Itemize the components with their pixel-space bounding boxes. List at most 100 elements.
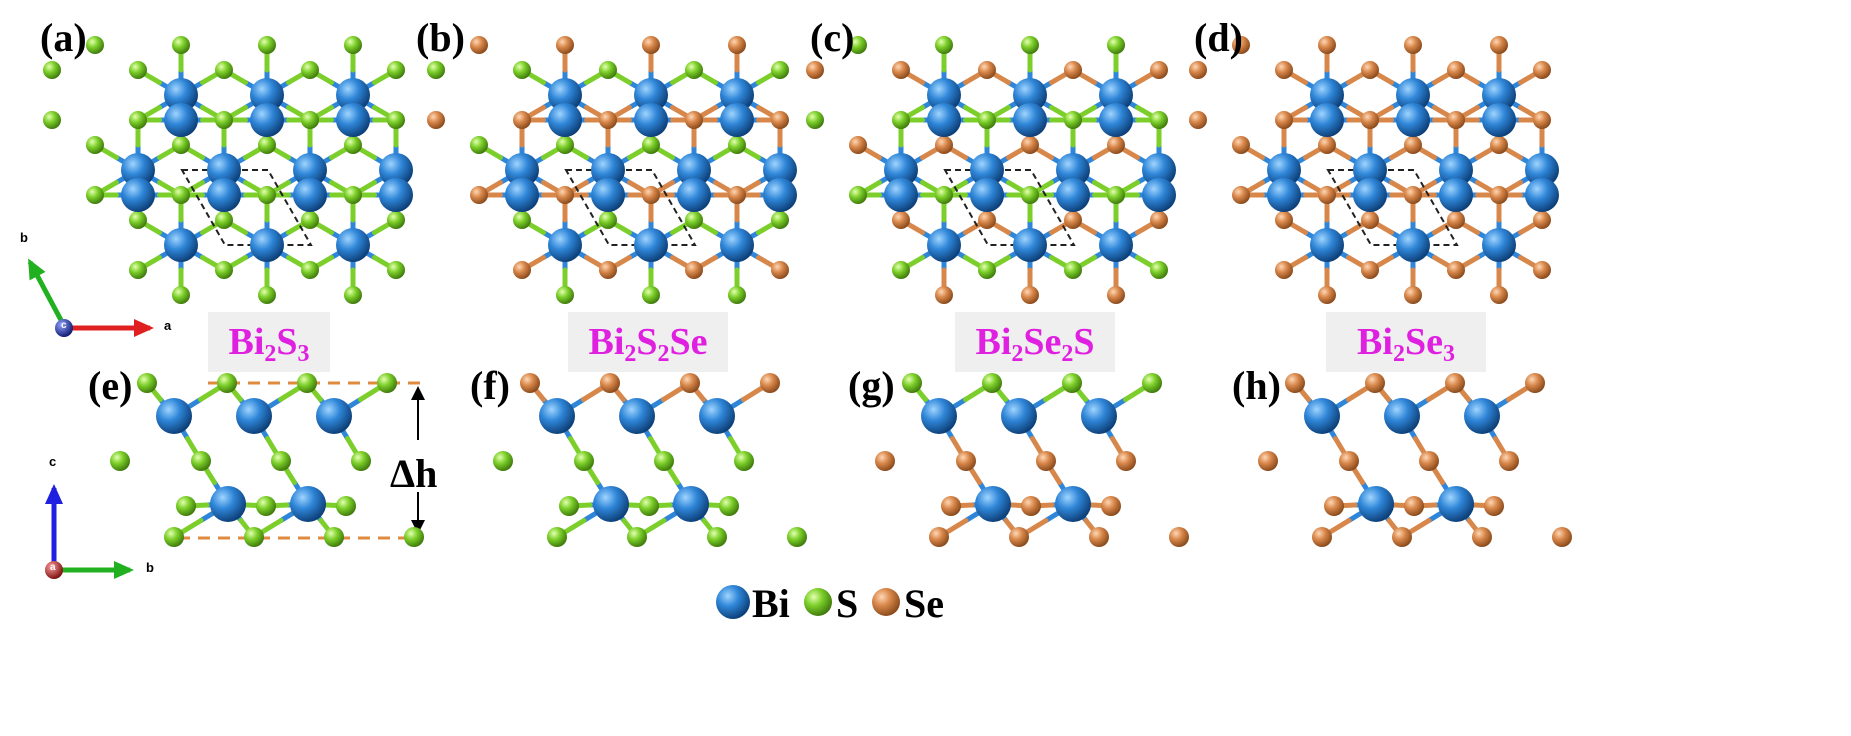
axis-label-c-side: c bbox=[49, 454, 57, 469]
se-atom bbox=[1447, 211, 1465, 229]
se-atom bbox=[1318, 36, 1336, 54]
se-atom bbox=[1365, 373, 1385, 393]
s-atom bbox=[215, 211, 233, 229]
se-atom bbox=[1339, 451, 1359, 471]
bi-atom bbox=[970, 178, 1004, 212]
se-atom bbox=[978, 61, 996, 79]
se-atom bbox=[1009, 527, 1029, 547]
s-atom bbox=[935, 186, 953, 204]
bi-atom bbox=[699, 398, 735, 434]
se-atom bbox=[513, 111, 531, 129]
s-atom bbox=[642, 286, 660, 304]
s-atom bbox=[642, 136, 660, 154]
s-atom bbox=[271, 451, 291, 471]
s-atom bbox=[547, 527, 567, 547]
se-atom bbox=[849, 136, 867, 154]
bi-atom bbox=[970, 153, 1004, 187]
bi-atom bbox=[1310, 78, 1344, 112]
bi-atom bbox=[505, 153, 539, 187]
bi-atom bbox=[210, 486, 246, 522]
bi-atom bbox=[763, 153, 797, 187]
se-atom bbox=[1275, 111, 1293, 129]
s-atom bbox=[172, 286, 190, 304]
bi-atom bbox=[207, 178, 241, 212]
s-atom bbox=[256, 496, 276, 516]
se-atom bbox=[1232, 186, 1250, 204]
panel-label-e: (e) bbox=[88, 363, 133, 408]
bi-atom bbox=[164, 228, 198, 262]
bi-atom bbox=[548, 228, 582, 262]
s-atom bbox=[172, 136, 190, 154]
se-atom bbox=[1472, 527, 1492, 547]
se-atom bbox=[642, 186, 660, 204]
se-atom bbox=[1445, 373, 1465, 393]
axis-label-a-top: a bbox=[164, 318, 172, 333]
s-atom bbox=[599, 61, 617, 79]
bi-atom bbox=[720, 228, 754, 262]
se-atom bbox=[1258, 451, 1278, 471]
bi-atom bbox=[1099, 78, 1133, 112]
s-atom bbox=[1064, 261, 1082, 279]
se-atom bbox=[1499, 451, 1519, 471]
se-atom bbox=[1533, 61, 1551, 79]
formula-symbol: Bi bbox=[228, 321, 265, 363]
se-atom bbox=[1404, 136, 1422, 154]
bi-atom bbox=[1353, 153, 1387, 187]
se-atom bbox=[1533, 111, 1551, 129]
s-atom bbox=[344, 286, 362, 304]
s-atom bbox=[513, 61, 531, 79]
se-atom bbox=[685, 111, 703, 129]
se-atom bbox=[1404, 496, 1424, 516]
unit-cell-outline bbox=[564, 169, 697, 246]
se-atom bbox=[1036, 451, 1056, 471]
thickness-arrowhead-up bbox=[411, 386, 425, 400]
s-atom bbox=[982, 373, 1002, 393]
s-atom bbox=[1142, 373, 1162, 393]
formula-subscript: 3 bbox=[1442, 341, 1455, 367]
se-atom bbox=[1232, 36, 1250, 54]
s-atom bbox=[301, 261, 319, 279]
bi-atom bbox=[207, 153, 241, 187]
se-atom bbox=[1361, 211, 1379, 229]
bi-atom bbox=[250, 78, 284, 112]
s-atom bbox=[215, 111, 233, 129]
s-atom bbox=[129, 111, 147, 129]
se-atom bbox=[556, 186, 574, 204]
bi-atom bbox=[1396, 228, 1430, 262]
axis-c-arrow-head bbox=[45, 484, 63, 504]
s-atom bbox=[301, 211, 319, 229]
panel-label-b: (b) bbox=[416, 15, 465, 60]
bi-atom bbox=[1056, 153, 1090, 187]
bi-atom bbox=[634, 78, 668, 112]
se-atom bbox=[642, 36, 660, 54]
bi-atom bbox=[673, 486, 709, 522]
formula-bi2s3: Bi2S3 bbox=[208, 312, 330, 372]
s-atom bbox=[137, 373, 157, 393]
se-atom bbox=[556, 36, 574, 54]
s-atom bbox=[301, 111, 319, 129]
bi-atom bbox=[927, 103, 961, 137]
bi-atom bbox=[1099, 228, 1133, 262]
bi-atom bbox=[634, 228, 668, 262]
bi-atom bbox=[121, 153, 155, 187]
se-atom bbox=[470, 36, 488, 54]
bi-atom bbox=[884, 178, 918, 212]
s-atom bbox=[258, 286, 276, 304]
se-atom bbox=[1447, 111, 1465, 129]
s-atom bbox=[217, 373, 237, 393]
bi-atom bbox=[1142, 153, 1176, 187]
s-atom bbox=[627, 527, 647, 547]
se-atom bbox=[1101, 496, 1121, 516]
se-atom bbox=[771, 111, 789, 129]
se-atom bbox=[1404, 36, 1422, 54]
se-atom bbox=[1064, 211, 1082, 229]
se-atom bbox=[872, 588, 900, 616]
panel-label-g: (g) bbox=[848, 363, 895, 408]
se-atom bbox=[728, 36, 746, 54]
s-atom bbox=[978, 261, 996, 279]
bi-atom bbox=[1396, 103, 1430, 137]
se-atom bbox=[1064, 61, 1082, 79]
se-atom bbox=[427, 111, 445, 129]
bi-atom bbox=[121, 178, 155, 212]
